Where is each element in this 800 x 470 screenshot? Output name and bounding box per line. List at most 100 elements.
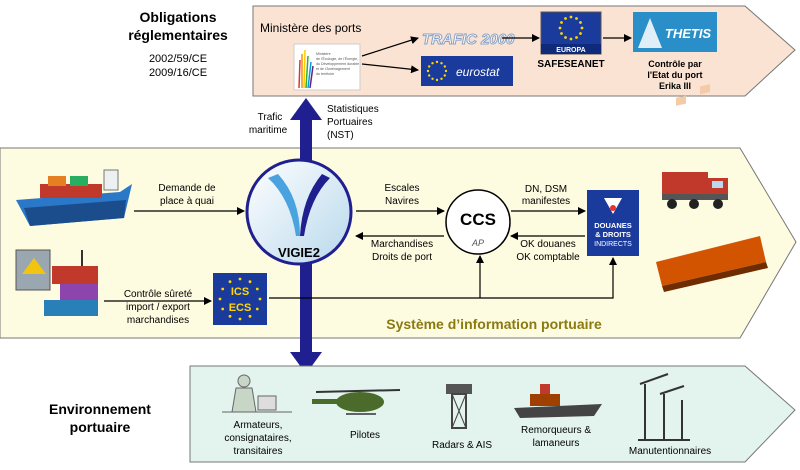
eu-star: [560, 21, 563, 24]
manutentionnaires-label: Manutentionnaires: [629, 446, 711, 457]
environnement-line2: portuaire: [70, 419, 131, 435]
train-icon: [656, 84, 768, 292]
trafic-maritime-line2: maritime: [249, 125, 288, 136]
demande-line1: Demande de: [158, 183, 216, 194]
stats-line1: Statistiques: [327, 104, 379, 115]
dn-line1: DN, DSM: [525, 184, 567, 195]
eu-star: [248, 314, 252, 318]
vigie2-logo: VIGIE2: [245, 158, 353, 266]
eu-star: [435, 60, 439, 64]
svg-text:EUROPA: EUROPA: [556, 47, 585, 54]
eu-star: [558, 26, 562, 30]
eu-stars-icon: [426, 60, 448, 82]
port-cranes-icon: [638, 373, 690, 441]
svg-text:CCS: CCS: [460, 210, 496, 229]
tugboat-icon: [514, 384, 602, 418]
top-flow-arrows: [361, 34, 632, 74]
eu-star: [428, 74, 431, 77]
svg-text:& DROITS: & DROITS: [595, 230, 631, 239]
eu-star: [564, 36, 567, 39]
stats-line2: Portuaires: [327, 117, 373, 128]
svg-text:ECS: ECS: [229, 302, 252, 314]
controle-surete-line1: Contrôle sûreté: [124, 289, 193, 300]
marchandises-line1: Marchandises: [371, 239, 433, 250]
directive-2002: 2002/59/CE: [149, 53, 207, 65]
eu-star: [579, 21, 582, 24]
controle-etat-line3: Erika III: [659, 81, 691, 91]
eu-stars-icon: [218, 277, 262, 321]
eu-star: [560, 32, 563, 35]
eu-star: [579, 32, 582, 35]
ministere-logo: Ministère de l'Écologie, de l'Énergie, d…: [293, 43, 361, 91]
eu-star: [569, 37, 573, 41]
armateurs-line1: Armateurs,: [234, 420, 283, 431]
controle-etat-line1: Contrôle par: [648, 59, 702, 69]
remorqueurs-line1: Remorqueurs &: [521, 425, 591, 436]
truck-icon: [662, 172, 728, 209]
remorqueurs-line2: lamaneurs: [533, 438, 580, 449]
ics-connectors: [269, 255, 617, 299]
systeme-information-title: Système d’information portuaire: [386, 316, 602, 332]
svg-text:du Développement durable: du Développement durable: [316, 62, 359, 66]
eu-star: [426, 69, 430, 73]
svg-text:du territoire: du territoire: [316, 72, 334, 76]
port-environment-panel: [189, 365, 796, 463]
ics-ecs-logo: ICS ECS: [213, 273, 267, 325]
svg-text:eurostat: eurostat: [456, 65, 500, 79]
armateurs-line2: consignataires,: [224, 433, 291, 444]
directive-2009: 2009/16/CE: [149, 67, 207, 79]
armateurs-line3: transitaires: [234, 446, 283, 457]
trafic-maritime-line1: Trafic: [258, 112, 283, 123]
safeseanet-label: SAFESEANET: [537, 59, 604, 70]
radar-tower-icon: [446, 384, 472, 429]
port-containers-icon: [15, 249, 98, 316]
svg-text:Ministère: Ministère: [316, 52, 331, 56]
eu-star: [443, 65, 446, 68]
svg-text:et de l'Aménagement: et de l'Aménagement: [316, 67, 350, 71]
trafic2000-logo: TRAFIC 2000: [422, 31, 516, 49]
eu-star: [575, 17, 578, 20]
svg-text:ICS: ICS: [231, 286, 249, 298]
svg-text:VIGIE2: VIGIE2: [278, 245, 320, 260]
eu-star: [440, 62, 443, 65]
eu-star: [431, 62, 434, 65]
environnement-line1: Environnement: [49, 401, 151, 417]
douanes-logo: DOUANES & DROITS INDIRECTS: [587, 190, 639, 256]
escales-line1: Escales: [384, 183, 419, 194]
svg-text:réglementaires: réglementaires: [128, 27, 228, 43]
eu-star: [428, 65, 431, 68]
office-worker-icon: [222, 374, 292, 413]
ok-douanes: OK douanes: [520, 239, 576, 250]
ok-comptable: OK comptable: [516, 252, 580, 263]
obligations-title: Obligations réglementaires: [128, 9, 228, 43]
radars-label: Radars & AIS: [432, 440, 492, 451]
eu-star: [221, 307, 225, 311]
eu-star: [431, 77, 434, 81]
europa-logo: EUROPA: [540, 11, 602, 55]
eu-star: [569, 15, 573, 19]
eu-star: [580, 26, 584, 30]
eu-star: [238, 317, 242, 321]
eu-star: [221, 287, 225, 291]
eu-star: [228, 280, 232, 284]
eu-star: [440, 77, 443, 81]
eu-star: [218, 297, 222, 301]
svg-text:THETIS: THETIS: [665, 26, 712, 41]
marchandises-line2: Droits de port: [372, 252, 432, 263]
eu-star: [564, 17, 567, 20]
controle-etat-line2: l'Etat du port: [647, 70, 702, 80]
thetis-logo: THETIS: [633, 12, 717, 52]
eu-star: [575, 36, 578, 39]
eu-star: [255, 287, 259, 291]
svg-text:AP: AP: [471, 238, 484, 248]
svg-text:DOUANES: DOUANES: [594, 221, 632, 230]
eu-star: [443, 74, 446, 77]
eu-star: [258, 297, 262, 301]
eurostat-logo: eurostat: [421, 56, 513, 86]
eu-star: [255, 307, 259, 311]
cargo-ship-icon: [16, 169, 132, 226]
ccs-node: CCS AP: [445, 189, 511, 255]
demande-line2: place à quai: [160, 196, 214, 207]
eu-star: [248, 280, 252, 284]
eu-star: [444, 69, 448, 73]
